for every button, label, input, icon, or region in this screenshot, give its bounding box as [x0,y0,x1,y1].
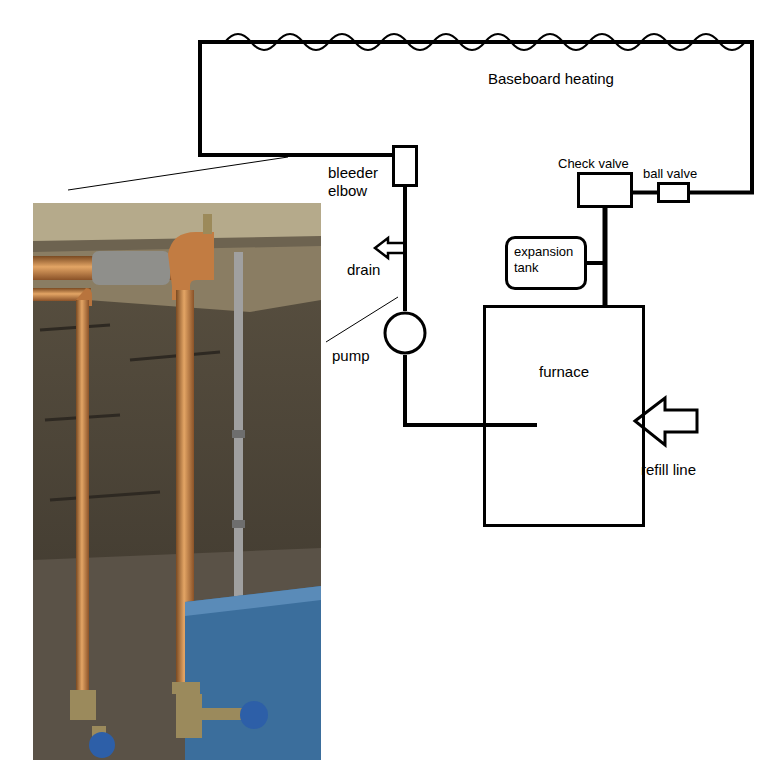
photo-inset [33,203,321,760]
leader-line [68,157,398,342]
component-label: pump [332,347,370,365]
pipe [403,187,407,311]
pump-circle [385,313,425,353]
drain-label: drain [347,261,380,279]
bleeder-elbow: bleeder elbow [392,145,418,187]
component-label: ball valve [643,166,697,182]
pipe [633,191,657,195]
pipe [405,355,483,425]
pipe [587,263,605,305]
check-valve: Check valve [577,172,633,208]
refill-label: refill line [641,461,696,479]
pump-outline [383,311,427,355]
pipe-stub [483,423,537,427]
furnace-box: furnace [483,305,645,527]
drain-arrow [375,238,405,258]
expansion-tank: expansion tank [505,236,587,290]
component-label: Check valve [558,156,629,172]
pipe [200,42,752,193]
ball-valve: ball valve [657,182,690,203]
pump-symbol: pump [383,311,427,355]
component-label: expansion tank [514,244,578,275]
component-label: bleeder elbow [328,164,388,200]
component-label: Baseboard heating [488,70,614,88]
component-label: furnace [486,363,642,381]
